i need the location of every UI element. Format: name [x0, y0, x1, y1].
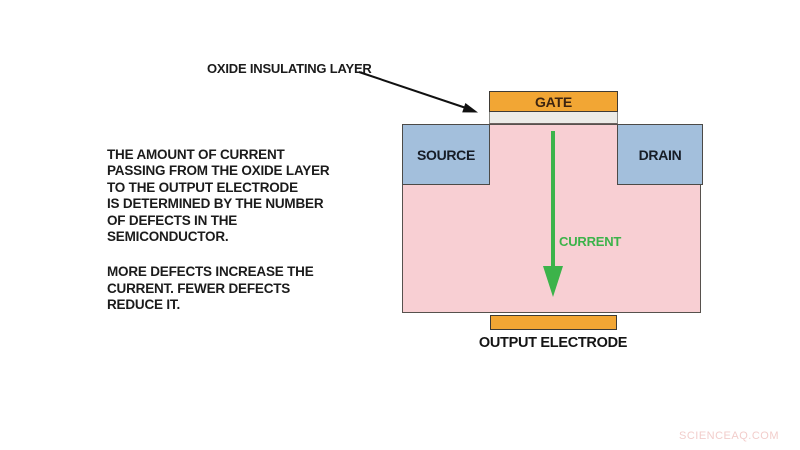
- oxide-pointer-arrow: [358, 71, 478, 113]
- source-label: SOURCE: [416, 146, 476, 163]
- gate-label: GATE: [534, 93, 573, 110]
- current-label: CURRENT: [559, 234, 622, 249]
- source-block: SOURCE: [402, 124, 490, 185]
- description-paragraph-1: THE AMOUNT OF CURRENT PASSING FROM THE O…: [107, 147, 330, 245]
- drain-block: DRAIN: [617, 124, 703, 185]
- watermark: SCIENCEAQ.COM: [678, 430, 779, 442]
- gate-block: GATE: [489, 91, 618, 112]
- output-electrode-block: [490, 315, 617, 330]
- output-electrode-label: OUTPUT ELECTRODE: [478, 335, 628, 351]
- drain-label: DRAIN: [638, 146, 682, 163]
- oxide-layer: [489, 111, 618, 124]
- description-text: THE AMOUNT OF CURRENT PASSING FROM THE O…: [107, 147, 357, 314]
- description-paragraph-2: MORE DEFECTS INCREASE THE CURRENT. FEWER…: [107, 264, 314, 313]
- oxide-insulating-layer-label: OXIDE INSULATING LAYER: [207, 61, 372, 76]
